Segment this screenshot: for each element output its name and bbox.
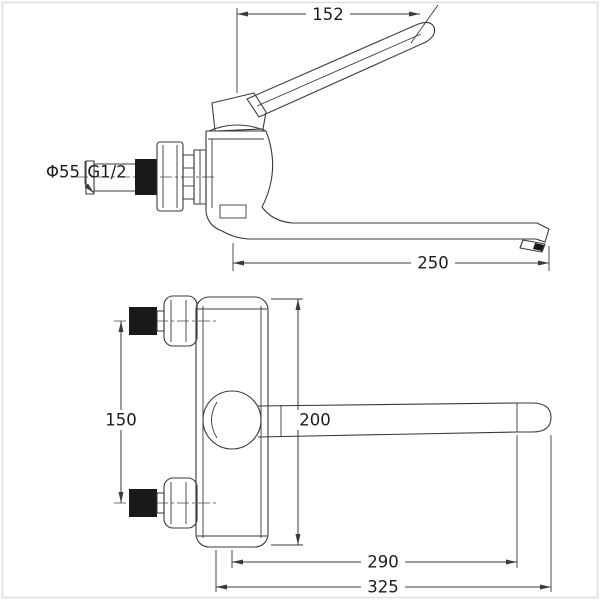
wall-flange <box>163 477 198 529</box>
aerator-outlet <box>533 243 544 251</box>
side-view: 152 Φ55 G1/2 250 <box>46 4 550 273</box>
dim-handle-length-text: 152 <box>312 5 344 24</box>
lever-handle-side <box>208 21 436 132</box>
dim-handle-length: 152 <box>236 4 439 93</box>
threaded-adapter <box>135 159 157 195</box>
pipe-end-flange <box>85 160 95 195</box>
cartridge-dome <box>202 390 262 450</box>
spout-bottom <box>205 211 536 240</box>
spout-end <box>535 222 550 243</box>
dim-spout-reach: 250 <box>232 243 550 273</box>
dim-overall-reach-text: 325 <box>367 578 399 597</box>
dim-mount-spacing: 150 <box>99 321 143 503</box>
leader-arrow <box>84 183 95 194</box>
threaded-adapter <box>129 489 157 517</box>
body-curve <box>261 130 274 208</box>
front-view: 150 200 290 325 <box>99 295 552 597</box>
dim-handle-reach: 290 <box>231 435 518 572</box>
dim-handle-reach-text: 290 <box>367 553 399 572</box>
dim-flange-diameter-text: Φ55 <box>46 163 80 182</box>
connection-labels: Φ55 G1/2 <box>46 161 127 194</box>
dim-body-height-text: 200 <box>299 411 331 430</box>
faucet-body-side <box>205 130 550 253</box>
dim-thread-size-text: G1/2 <box>87 163 126 182</box>
spout-top <box>261 206 537 224</box>
body-outline <box>195 296 269 548</box>
dim-spout-reach-text: 250 <box>417 254 449 273</box>
spout-nut <box>219 204 247 219</box>
wall-connection <box>76 141 214 212</box>
wall-flange <box>156 141 184 212</box>
dim-body-height: 200 <box>271 298 336 546</box>
lever-handle-front <box>257 402 552 438</box>
mounting-top <box>114 295 217 347</box>
dim-overall-reach: 325 <box>215 435 552 597</box>
threaded-adapter <box>129 307 157 335</box>
mounting-bottom <box>114 477 217 529</box>
cartridge-cap <box>208 124 267 132</box>
handle-blade <box>246 21 436 118</box>
aerator <box>519 239 546 253</box>
wall-flange <box>163 295 198 347</box>
dim-mount-spacing-text: 150 <box>105 411 137 430</box>
handle-knob <box>517 402 552 433</box>
handle-hub <box>211 92 267 132</box>
faucet-body-front <box>195 296 269 548</box>
